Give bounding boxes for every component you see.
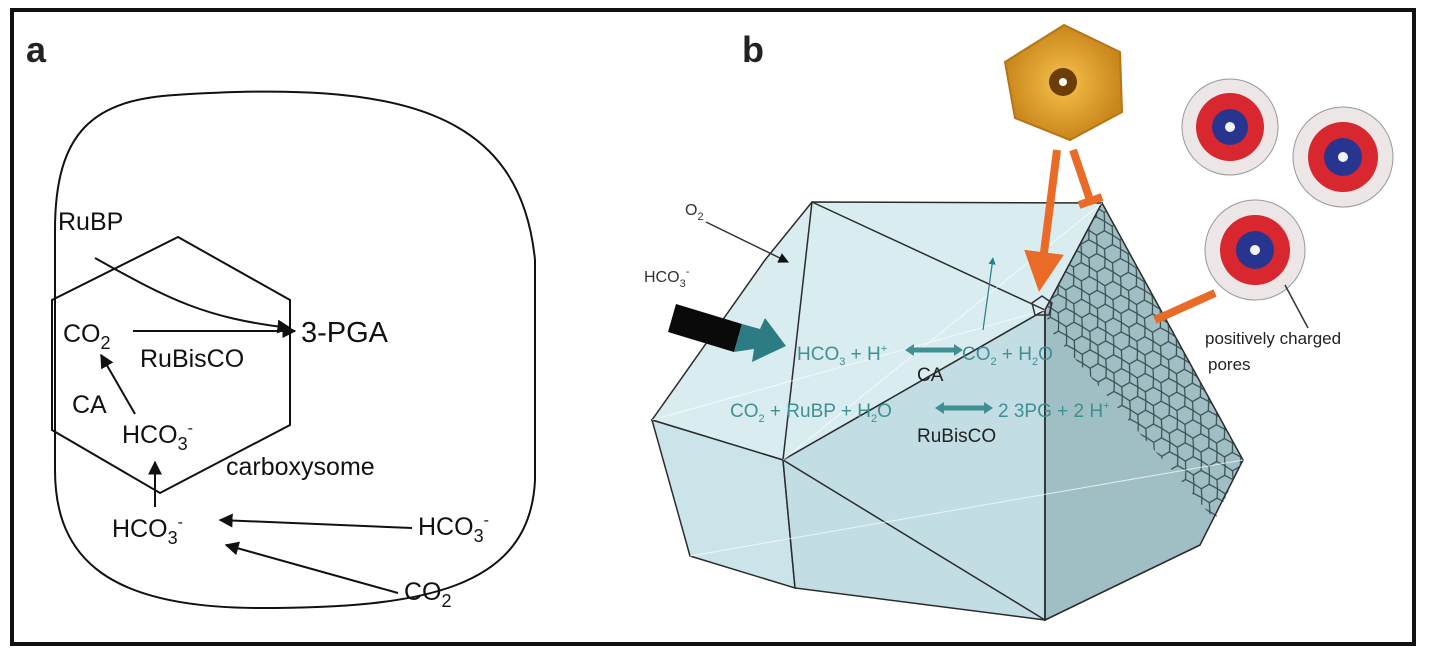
panel-a-label: a	[26, 29, 47, 70]
ca-arrow	[100, 353, 136, 415]
hco3-label-b: HCO3-	[644, 266, 690, 290]
co2-uptake-arrow	[224, 541, 399, 594]
rubp-label: RuBP	[58, 208, 123, 236]
shell-hex-lattice	[1045, 203, 1243, 520]
charged-pore-structure-1	[1181, 78, 1279, 176]
hco3-import-bar	[668, 304, 742, 352]
protein-inhibit-line	[1069, 148, 1094, 202]
pores-label-line2: pores	[1208, 355, 1251, 374]
co2-outer-label: CO2	[404, 578, 452, 611]
panel-a: a RuBP CO2 3-PGA RuBisCO CA HCO3- carb	[26, 29, 536, 611]
hco3-import-arrowhead	[734, 318, 786, 362]
rubp-arrow	[94, 257, 292, 334]
ca-label: CA	[72, 391, 107, 419]
protein-inhibit-bar	[1077, 193, 1104, 209]
carboxysome-label: carboxysome	[226, 453, 375, 481]
protein-to-shell-arrow	[1024, 149, 1064, 292]
carboxysome-hexagon	[51, 235, 291, 495]
reaction1-left: HCO3 + H+	[797, 343, 887, 368]
hco3-outer-label: HCO3-	[418, 512, 489, 546]
cell-outline	[54, 90, 536, 610]
enzyme1-label: CA	[917, 365, 944, 386]
pga-label: 3-PGA	[301, 317, 389, 349]
panel-b: b O2	[644, 23, 1394, 622]
shell-protein-structure	[1003, 23, 1124, 142]
o2-arrow	[705, 221, 789, 263]
rubisco-label: RuBisCO	[140, 345, 244, 373]
pores-leader-line	[1284, 284, 1309, 329]
co2-leak-arrow	[982, 257, 996, 331]
o2-label: O2	[685, 202, 704, 223]
reaction1-right: CO2 + H2O	[962, 344, 1053, 368]
pore-marker	[1031, 295, 1053, 316]
shell-edges	[782, 201, 1201, 621]
hco3-cytosol-label: HCO3-	[112, 514, 183, 548]
pore-pointer-arrow	[1153, 289, 1217, 324]
hco3-inner-label: HCO3-	[122, 420, 193, 454]
reaction2-left: CO2 + RuBP + H2O	[730, 401, 892, 425]
co2-label: CO2	[63, 320, 111, 353]
reaction2-right: 2 3PG + 2 H+	[998, 400, 1110, 422]
pores-label-line1: positively charged	[1205, 329, 1341, 348]
charged-pore-structure-2	[1292, 106, 1394, 208]
panel-b-label: b	[742, 29, 764, 70]
hco3-transport-arrow	[218, 513, 413, 529]
enzyme2-label: RuBisCO	[917, 426, 996, 447]
charged-pore-structure-3	[1204, 199, 1306, 301]
reaction1-equilibrium-arrow	[905, 344, 963, 356]
reaction2-equilibrium-arrow	[935, 402, 993, 414]
